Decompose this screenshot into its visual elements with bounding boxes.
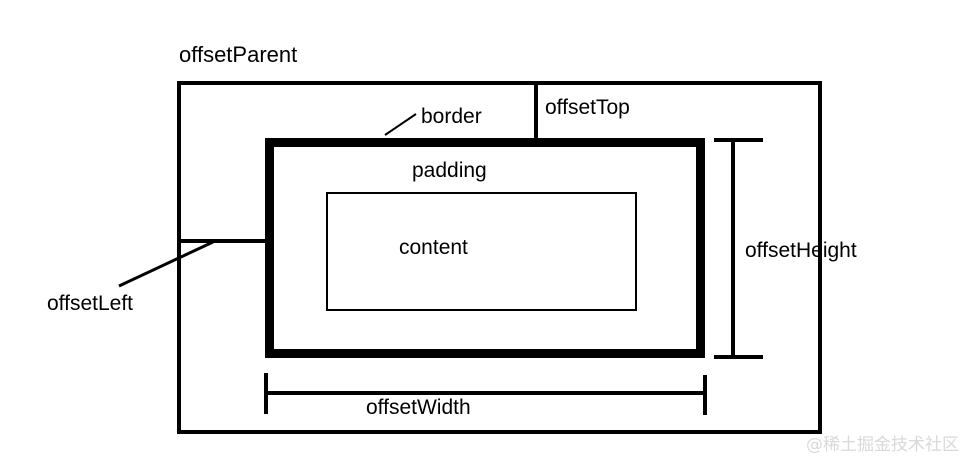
offset-height-label: offsetHeight [745, 239, 857, 262]
border-leader-line [384, 113, 417, 136]
content-label: content [399, 236, 468, 259]
offset-top-label: offsetTop [545, 96, 630, 119]
padding-label: padding [412, 159, 487, 182]
offset-parent-label: offsetParent [179, 42, 298, 67]
border-label: border [421, 105, 482, 128]
offset-parent-box [177, 81, 822, 434]
offset-left-leader-line [118, 240, 214, 288]
offset-width-label: offsetWidth [366, 396, 471, 419]
content-box [326, 192, 637, 311]
offset-left-label: offsetLeft [47, 292, 134, 315]
watermark: @稀土掘金技术社区 [806, 435, 959, 455]
